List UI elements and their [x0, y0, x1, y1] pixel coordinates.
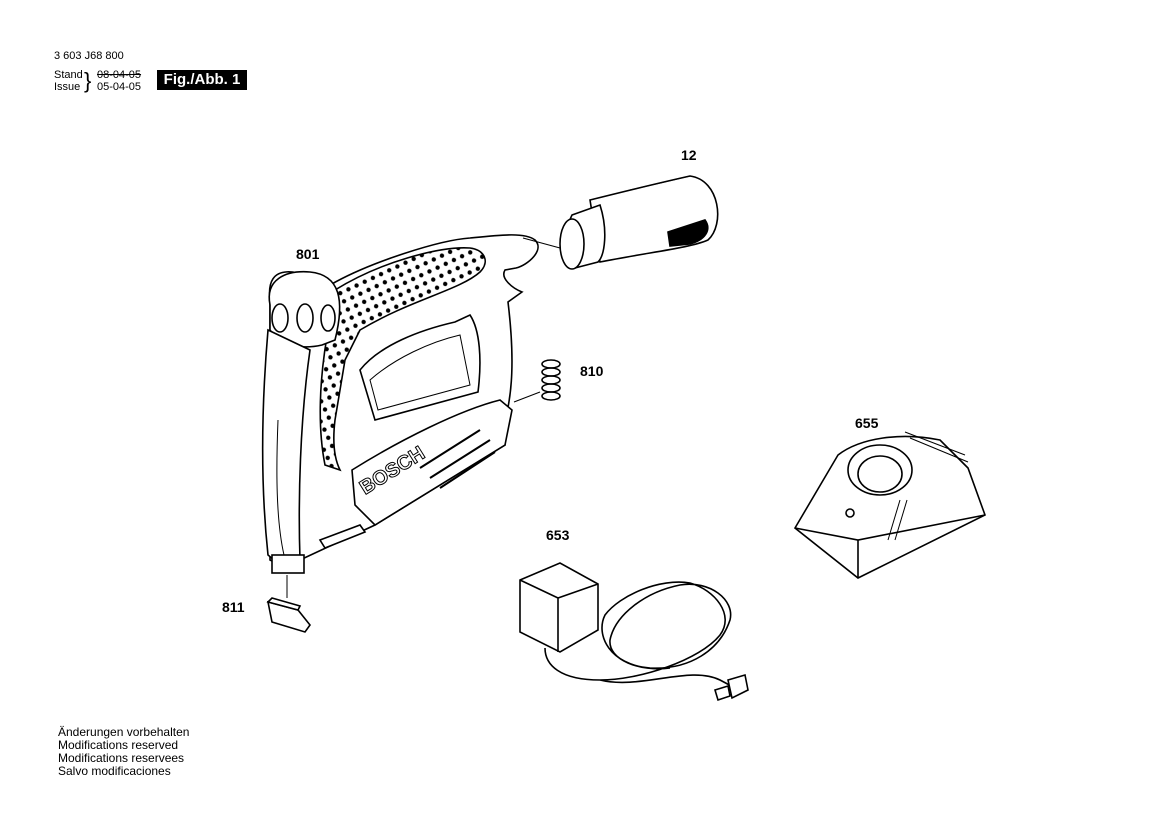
charger-base [793, 431, 986, 579]
stand-label: Stand [54, 69, 83, 81]
footer-line: Salvo modificaciones [58, 764, 171, 778]
doc-number: 3 603 J68 800 [54, 50, 124, 62]
power-adapter [519, 562, 749, 702]
footer-line: Modifications reserved [58, 738, 179, 752]
part-label-801: 801 [296, 246, 320, 262]
spring [541, 359, 561, 401]
part-label-12: 12 [681, 147, 697, 163]
brace-glyph: } [84, 68, 92, 93]
tacker-tool [261, 234, 539, 574]
footer-line: Änderungen vorbehalten [58, 725, 190, 739]
figure-label: Fig./Abb. 1 [157, 70, 247, 90]
stand-date: 08-04-05 [97, 69, 142, 81]
issue-label: Issue [54, 81, 81, 93]
part-label-655: 655 [855, 415, 879, 431]
leader-line-battery [522, 237, 561, 249]
part-label-653: 653 [546, 527, 570, 543]
part-label-810: 810 [580, 363, 604, 379]
issue-date: 05-04-05 [97, 81, 142, 93]
battery-pack [559, 175, 719, 270]
nose-cap [266, 597, 312, 633]
leader-line-spring [513, 391, 541, 403]
footer-notes: Änderungen vorbehalten Modifications res… [58, 726, 189, 778]
footer-line: Modifications reservees [58, 751, 185, 765]
part-label-811: 811 [222, 599, 245, 615]
